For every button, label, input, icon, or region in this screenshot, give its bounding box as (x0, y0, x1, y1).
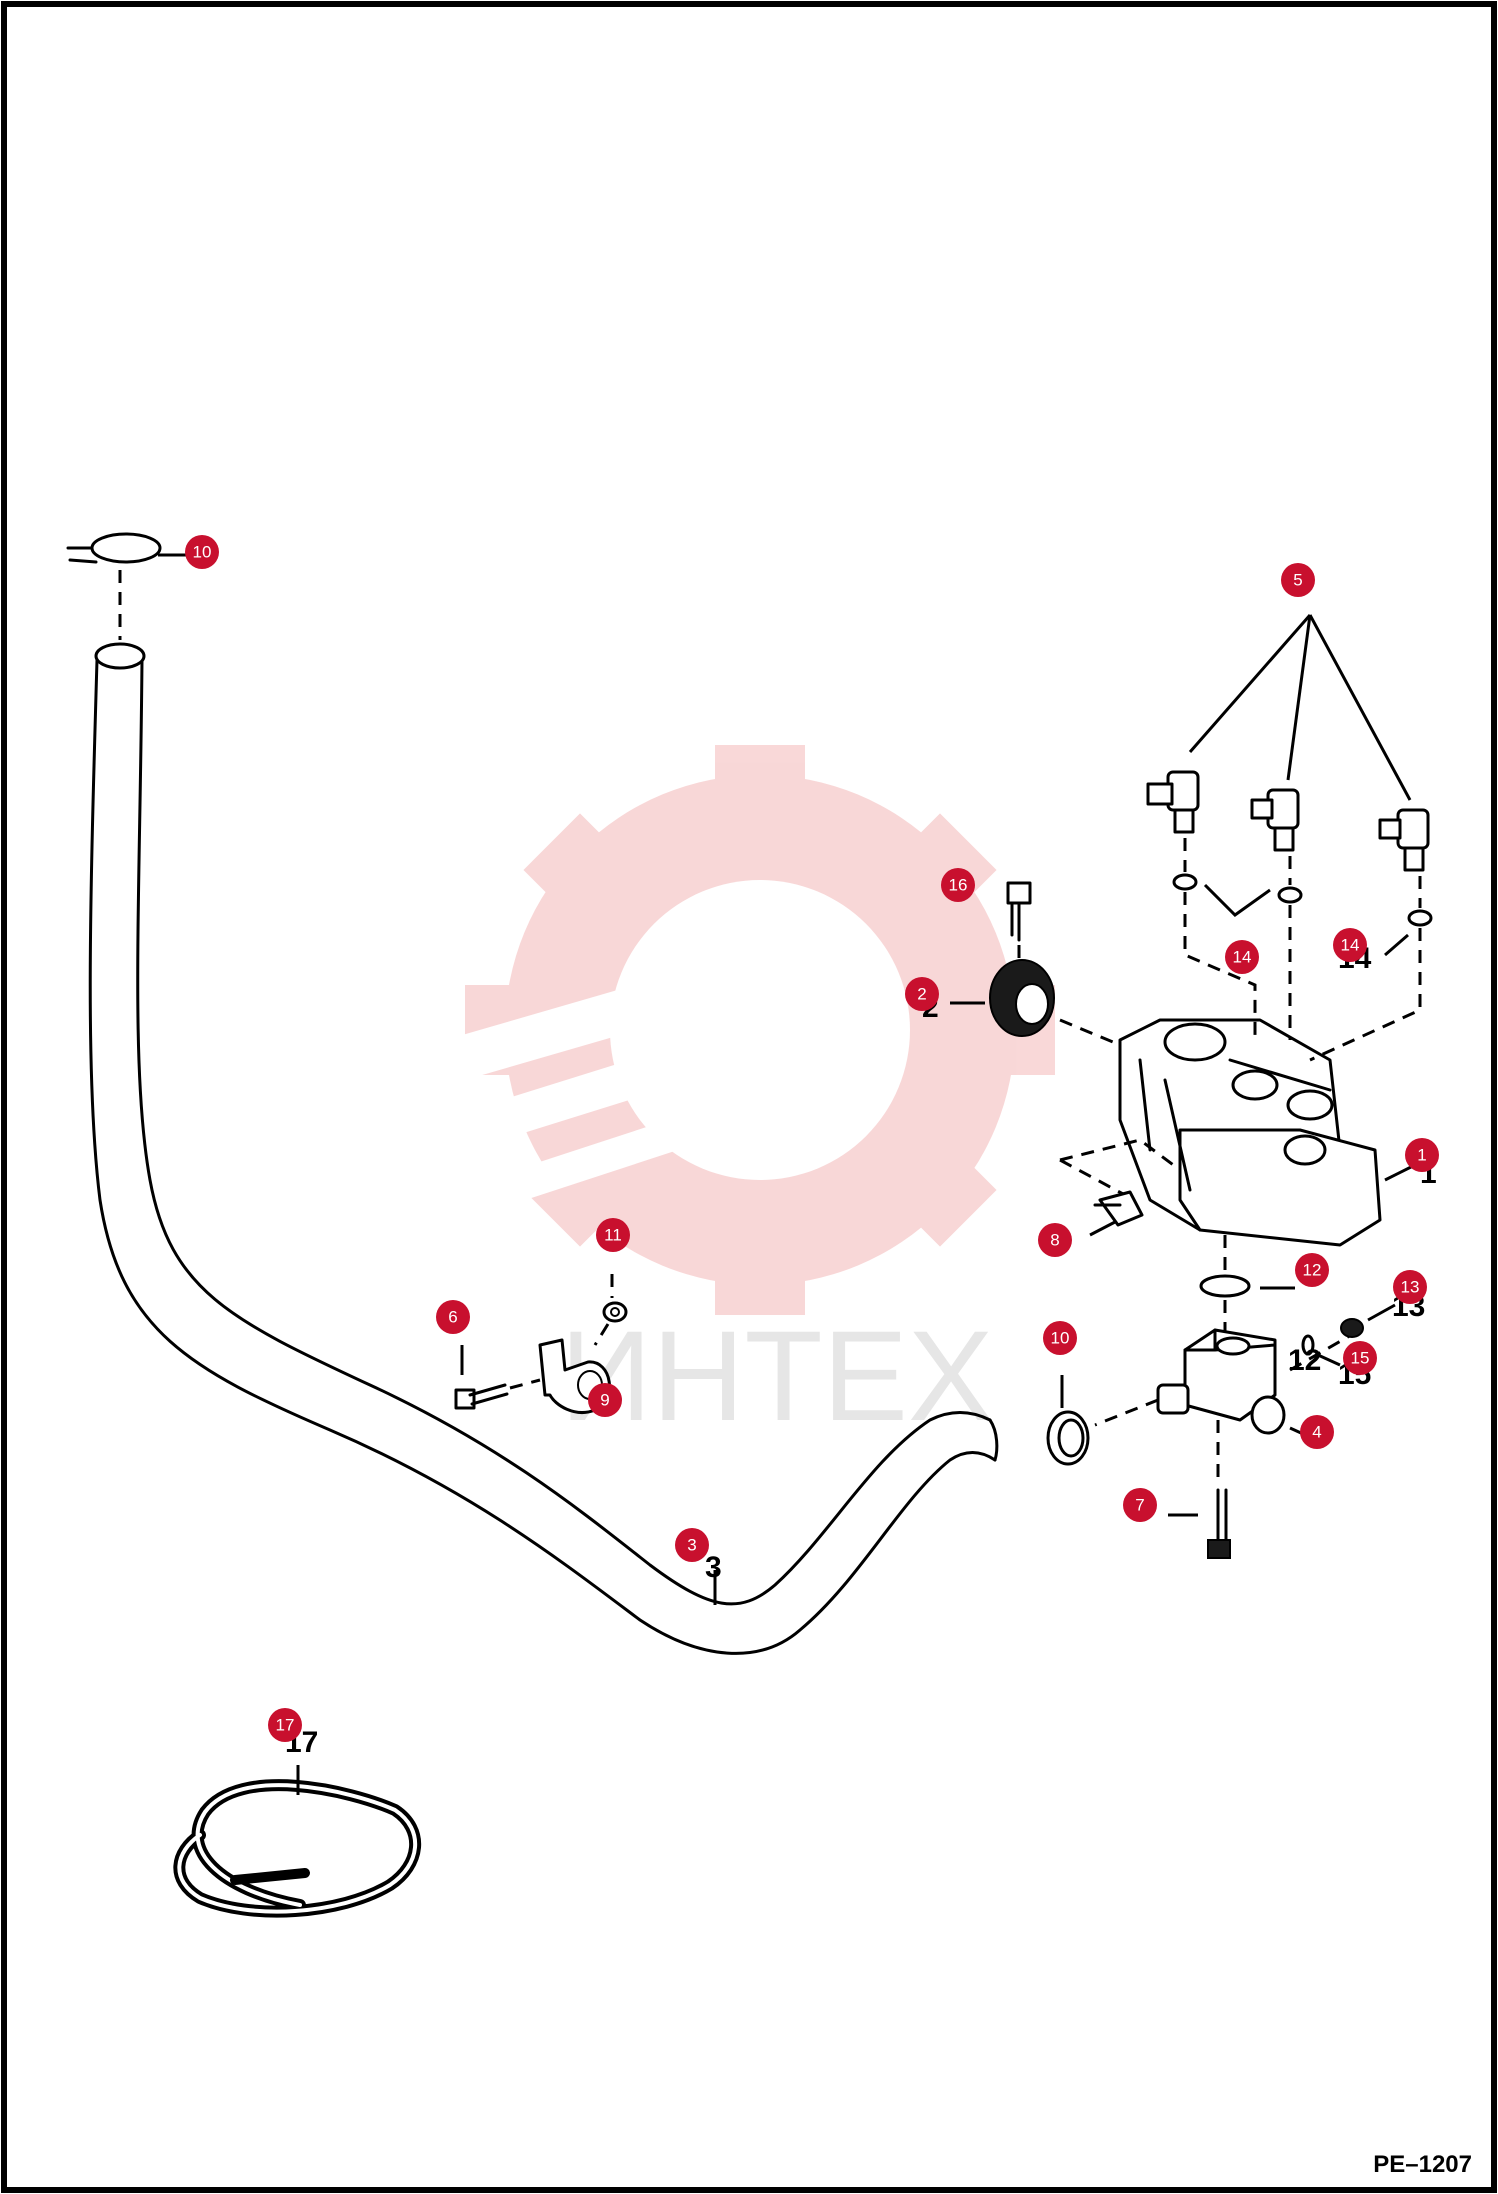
coiled-tube-part-17 (173, 1765, 422, 1918)
clamp-part-10-top (66, 532, 190, 640)
svg-text:4: 4 (1312, 1423, 1321, 1442)
bolt-part-8 (1089, 1190, 1144, 1237)
svg-text:16: 16 (949, 876, 968, 895)
svg-text:17: 17 (276, 1716, 295, 1735)
svg-text:3: 3 (687, 1536, 696, 1555)
watermark-text: ИНТЕХ (560, 1305, 993, 1448)
callout-14-right[interactable]: 14 (1333, 928, 1367, 962)
callout-12[interactable]: 12 (1295, 1253, 1329, 1287)
svg-text:13: 13 (1401, 1278, 1420, 1297)
svg-text:10: 10 (1051, 1329, 1070, 1348)
svg-text:5: 5 (1293, 571, 1302, 590)
svg-text:15: 15 (1351, 1349, 1370, 1368)
callout-5[interactable]: 5 (1281, 563, 1315, 597)
callout-10-top[interactable]: 10 (185, 535, 219, 569)
clamp-part-10-lower (1046, 1375, 1090, 1466)
callout-11[interactable]: 11 (596, 1218, 630, 1252)
svg-text:9: 9 (600, 1391, 609, 1410)
svg-text:11: 11 (604, 1226, 622, 1245)
callouts: 1 2 3 4 5 6 7 8 9 10 10 11 12 13 14 14 1… (185, 535, 1439, 1742)
manifold-part-4 (1094, 1328, 1361, 1480)
callout-8[interactable]: 8 (1038, 1223, 1072, 1257)
gear-part-2 (950, 959, 1121, 1047)
svg-text:14: 14 (1233, 948, 1252, 967)
fittings-part-5 (1146, 614, 1433, 1062)
callout-1[interactable]: 1 (1405, 1138, 1439, 1172)
o-ring-part-15 (1301, 1334, 1341, 1367)
callout-17[interactable]: 17 (268, 1708, 302, 1742)
callout-10-lower[interactable]: 10 (1043, 1321, 1077, 1355)
screw-part-16 (1006, 881, 1032, 965)
svg-text:7: 7 (1135, 1496, 1144, 1515)
svg-text:6: 6 (448, 1308, 457, 1327)
svg-text:12: 12 (1303, 1261, 1322, 1280)
hose-part-3 (88, 642, 999, 1655)
nut-part-11 (593, 1274, 628, 1346)
callout-4[interactable]: 4 (1300, 1415, 1334, 1449)
callout-13[interactable]: 13 (1393, 1270, 1427, 1304)
svg-text:10: 10 (193, 543, 212, 562)
callout-6[interactable]: 6 (436, 1300, 470, 1334)
svg-text:14: 14 (1341, 936, 1360, 955)
callout-2[interactable]: 2 (905, 977, 939, 1011)
printed-number-12: 12 (1288, 1344, 1321, 1377)
screw-part-13 (1340, 1303, 1396, 1338)
svg-text:8: 8 (1050, 1231, 1059, 1250)
svg-text:1: 1 (1417, 1146, 1426, 1165)
page-code: PE–1207 (1373, 2151, 1472, 2178)
printed-number-3: 3 (705, 1551, 722, 1584)
svg-text:2: 2 (917, 985, 926, 1004)
callout-7[interactable]: 7 (1123, 1488, 1157, 1522)
callout-14-left[interactable]: 14 (1225, 940, 1259, 974)
callout-16[interactable]: 16 (941, 868, 975, 902)
callout-9[interactable]: 9 (588, 1383, 622, 1417)
bolt-part-6 (454, 1345, 541, 1410)
bolt-part-7 (1168, 1488, 1231, 1559)
callout-3[interactable]: 3 (675, 1528, 709, 1562)
pump-part-1 (1059, 1018, 1416, 1280)
callout-15[interactable]: 15 (1343, 1341, 1377, 1375)
